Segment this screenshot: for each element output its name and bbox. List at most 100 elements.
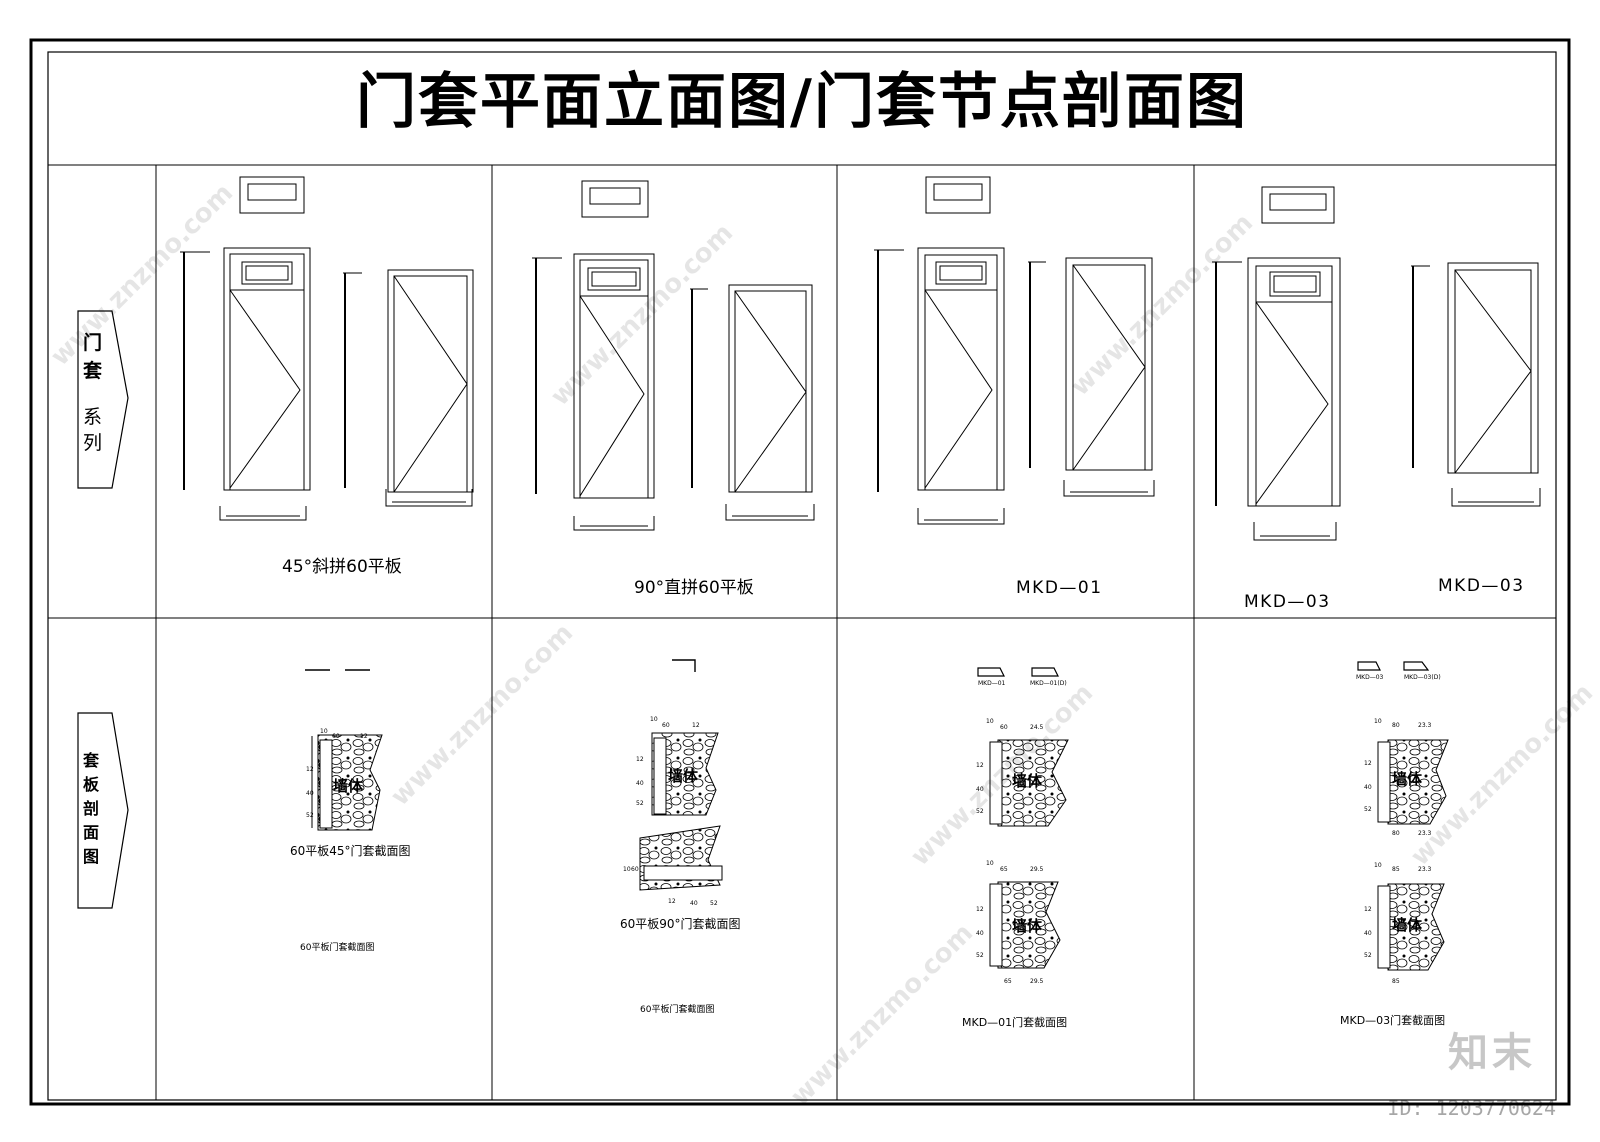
- door-series-arrow: [77, 310, 129, 489]
- col4-transom-plan: [1261, 186, 1335, 224]
- col4-dim-1: 10: [1374, 718, 1382, 725]
- col1-dim-1: 10: [320, 728, 328, 735]
- col3-elevation-group: [874, 176, 1155, 525]
- section-label-5: 图: [83, 847, 100, 866]
- col2-wall-label: 墙体: [668, 767, 699, 785]
- col3-dim-2: 60: [1000, 724, 1008, 731]
- col3-dim-11: 40: [976, 930, 984, 937]
- col4-dim-9: 10: [1374, 862, 1382, 869]
- col4-dim-7: 80: [1392, 830, 1400, 837]
- section-arrow: [77, 712, 129, 909]
- door-series-label-1: 门: [83, 332, 103, 354]
- col4-transom-window: [1269, 271, 1321, 297]
- col3-dim-7: 10: [986, 860, 994, 867]
- col2-dim-11: 52: [710, 900, 718, 907]
- col2-door-frame-b: [728, 284, 813, 493]
- col3-dim-12: 52: [976, 952, 984, 959]
- col1-dim-4: 40: [306, 790, 314, 797]
- col1-dim-6: 12: [360, 733, 368, 740]
- col2-note: 60平板门套截面图: [640, 1005, 715, 1015]
- col1-door-frame-b: [387, 269, 474, 493]
- col3-dim-5: 40: [976, 786, 984, 793]
- col2-dim-9: 12: [668, 898, 676, 905]
- col4-section-title: MKD—03门套截面图: [1340, 1014, 1446, 1027]
- col2-section-title: 60平板90°门套截面图: [620, 917, 741, 931]
- col4-dim-8: 23.3: [1418, 830, 1432, 837]
- section-label-3: 剖: [83, 799, 100, 818]
- col3-dim-4: 12: [976, 762, 984, 769]
- col2-dim-10: 40: [690, 900, 698, 907]
- col4-dim-3: 23.3: [1418, 722, 1432, 729]
- col4-section-detail: [1357, 661, 1449, 971]
- col3-wall-label: 墙体: [1012, 772, 1043, 790]
- section-label-2: 板: [83, 775, 100, 794]
- watermark-id: ID: 1203770624: [1387, 1096, 1556, 1120]
- col1-wall-label: 墙体: [333, 777, 364, 795]
- col2-dim-1: 10: [650, 716, 658, 723]
- col3-profile-label-2: MKD—01(D): [1030, 680, 1067, 687]
- col4-elevation-caption-right: MKD—03: [1438, 576, 1525, 596]
- col4-dim-4: 12: [1364, 760, 1372, 767]
- col2-elevation-caption: 90°直拼60平板: [634, 578, 754, 598]
- col4-dim-10: 85: [1392, 866, 1400, 873]
- col2-elevation-group: [532, 180, 815, 531]
- col3-transom-window: [935, 261, 987, 285]
- col4-door-frame-b: [1447, 262, 1539, 474]
- col2-dim-3: 12: [636, 756, 644, 763]
- section-label-1: 套: [83, 751, 100, 770]
- door-series-label-3: 系: [83, 406, 103, 428]
- col2-door-frame-a: [573, 253, 655, 499]
- col4-dim-15: 85: [1392, 978, 1400, 985]
- col3-dim-13: 65: [1004, 978, 1012, 985]
- col3-transom-plan: [925, 176, 991, 214]
- col3-section-title: MKD—01门套截面图: [962, 1016, 1068, 1029]
- col4-wall-label-2: 墙体: [1392, 916, 1423, 934]
- col4-wall-label: 墙体: [1392, 770, 1423, 788]
- col3-elevation-caption: MKD—01: [1016, 578, 1103, 598]
- col4-dim-5: 40: [1364, 784, 1372, 791]
- col1-elevation-group: [180, 176, 474, 521]
- col3-dim-1: 10: [986, 718, 994, 725]
- col2-transom-window: [587, 267, 641, 291]
- col3-profile-label-1: MKD—01: [978, 680, 1006, 687]
- col1-section-detail: [305, 669, 383, 831]
- col4-dim-12: 12: [1364, 906, 1372, 913]
- col4-elevation-group: [1212, 186, 1541, 541]
- col2-dim-6: 12: [692, 722, 700, 729]
- col2-dim-5: 52: [636, 800, 644, 807]
- col1-dim-3: 12: [306, 766, 314, 773]
- col1-elevation-caption: 45°斜拼60平板: [282, 557, 402, 577]
- col1-dim-5: 52: [306, 812, 314, 819]
- col2-dim-7: 10: [623, 866, 631, 873]
- col1-note: 60平板门套截面图: [300, 943, 375, 953]
- col2-dim-4: 40: [636, 780, 644, 787]
- col3-dim-10: 12: [976, 906, 984, 913]
- col3-section-detail: [977, 667, 1069, 969]
- door-series-label-2: 套: [83, 360, 103, 382]
- outer-frame: [29, 38, 1571, 1106]
- col2-transom-plan: [581, 180, 649, 218]
- col1-dim-2: 60: [332, 733, 340, 740]
- col2-dim-8: 60: [631, 866, 639, 873]
- page-title: 门套平面立面图/门套节点剖面图: [356, 67, 1248, 137]
- col4-door-frame-a: [1247, 257, 1341, 507]
- col4-profile-label-2: MKD—03(D): [1404, 674, 1441, 681]
- col4-dim-11: 23.3: [1418, 866, 1432, 873]
- col3-door-frame-b: [1065, 257, 1153, 471]
- col4-dim-13: 40: [1364, 930, 1372, 937]
- col3-dim-6: 52: [976, 808, 984, 815]
- col1-transom-window: [241, 261, 293, 285]
- brand-logo: 知末: [1448, 1030, 1536, 1076]
- door-series-label-4: 列: [83, 432, 103, 454]
- col3-dim-9: 29.5: [1030, 866, 1044, 873]
- col1-section-title: 60平板45°门套截面图: [290, 844, 411, 858]
- col2-dim-2: 60: [662, 722, 670, 729]
- col2-section-detail: [639, 659, 723, 891]
- col3-wall-label-2: 墙体: [1012, 917, 1043, 935]
- section-label-4: 面: [83, 823, 100, 842]
- col4-dim-6: 52: [1364, 806, 1372, 813]
- col4-elevation-caption: MKD—03: [1244, 592, 1331, 612]
- col4-profile-label-1: MKD—03: [1356, 674, 1384, 681]
- inner-frame: [47, 51, 1557, 1101]
